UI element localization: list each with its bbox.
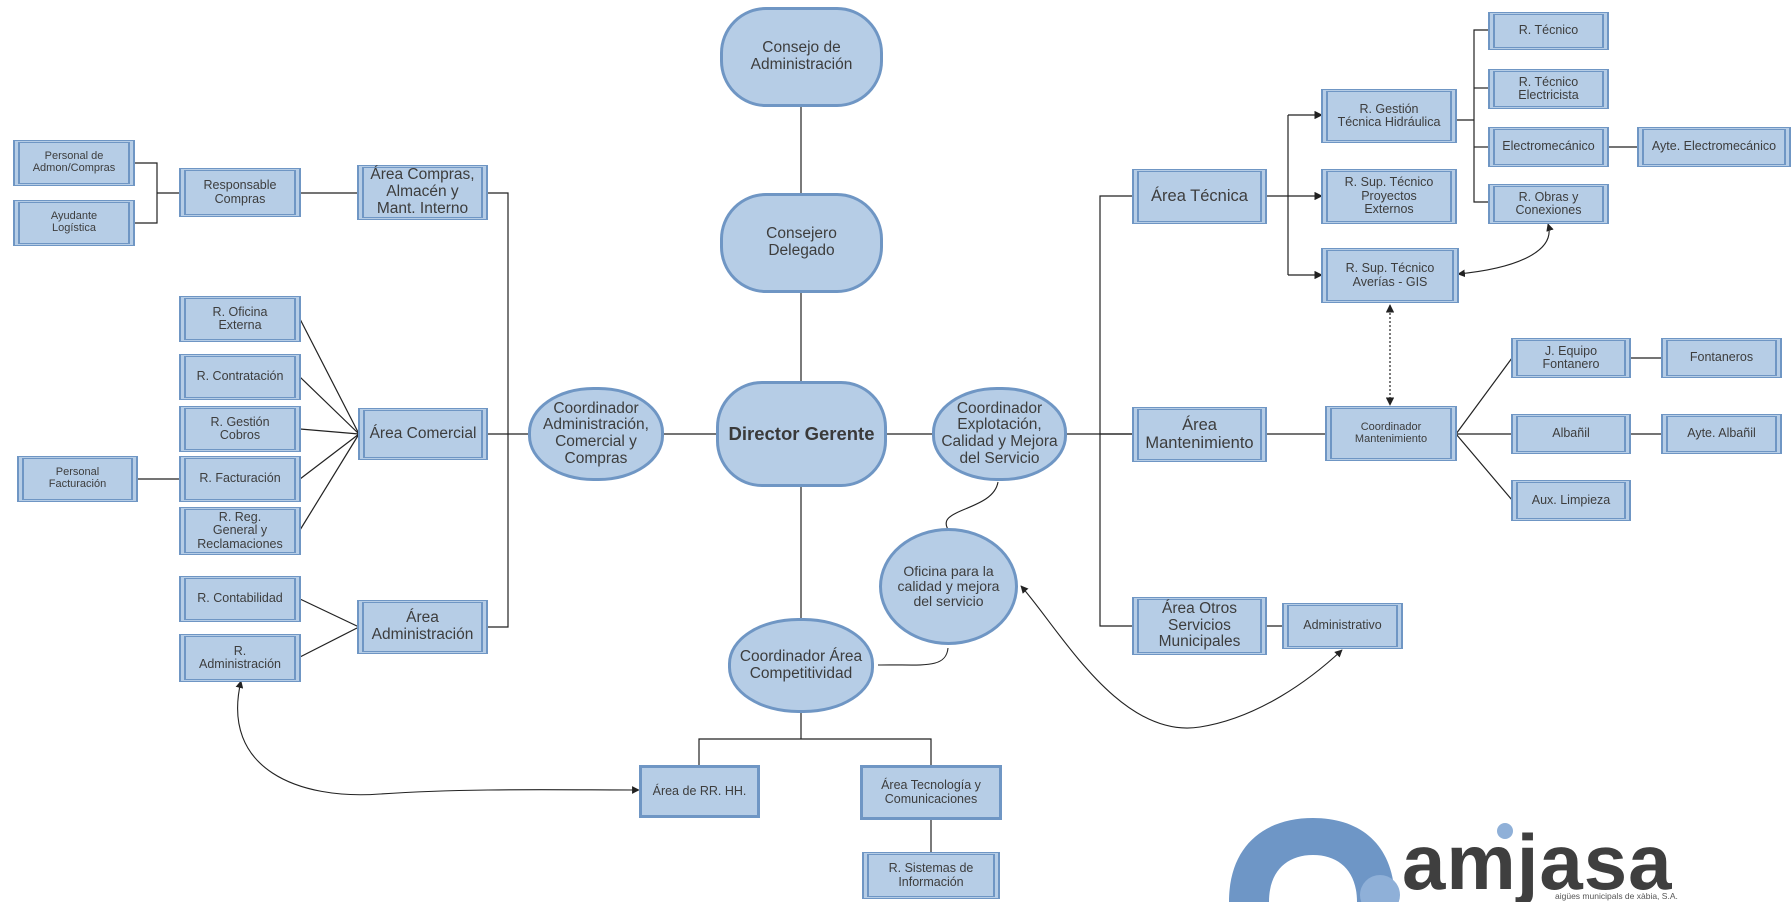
r-sup-proyectos-node: R. Sup. Técnico Proyectos Externos [1321,169,1457,224]
ayudante-logistica-node: Ayudante Logística [13,200,135,246]
area-otros-servicios-node: Área Otros Servicios Municipales [1132,597,1267,655]
administrativo-node: Administrativo [1282,603,1403,649]
r-gestion-tecnica-node: R. Gestión Técnica Hidráulica [1321,89,1457,143]
amjasa-tagline: aigües municipals de xàbia, S.A. [1555,891,1678,901]
area-tecnica-node: Área Técnica [1132,169,1267,224]
area-administracion-node: Área Administración [357,600,488,654]
r-contratacion-node: R. Contratación [179,354,301,400]
r-obras-conexiones-node: R. Obras y Conexiones [1488,184,1609,224]
j-equipo-fontanero-node: J. Equipo Fontanero [1511,338,1631,378]
r-tecnico-electricista-node: R. Técnico Electricista [1488,69,1609,109]
responsable-compras-node: Responsable Compras [179,168,301,217]
area-rrhh-node: Área de RR. HH. [639,765,760,818]
r-sup-averias-node: R. Sup. Técnico Averías - GIS [1321,248,1459,303]
amjasa-logo-dot [1497,823,1513,839]
amjasa-wordmark: amjasa [1402,818,1673,902]
r-oficina-externa-node: R. Oficina Externa [179,296,301,342]
coordinador-mantenimiento-node: Coordinador Mantenimiento [1325,406,1457,461]
r-contabilidad-node: R. Contabilidad [179,576,301,622]
r-gestion-cobros-node: R. Gestión Cobros [179,406,301,452]
electromecanico-node: Electromecánico [1488,127,1609,167]
ayte-albanil-node: Ayte. Albañil [1661,414,1782,454]
albanil-node: Albañil [1511,414,1631,454]
coordinador-competitividad-node: Coordinador Área Competitividad [728,618,874,713]
coordinador-explotacion-node: Coordinador Explotación, Calidad y Mejor… [932,387,1067,481]
area-mantenimiento-node: Área Mantenimiento [1132,407,1267,462]
area-comercial-node: Área Comercial [358,408,488,460]
fontaneros-node: Fontaneros [1661,338,1782,378]
director-gerente-node: Director Gerente [716,381,887,487]
consejero-delegado-node: Consejero Delegado [720,193,883,293]
r-facturacion-node: R. Facturación [179,456,301,502]
aux-limpieza-node: Aux. Limpieza [1511,480,1631,521]
r-sistemas-informacion-node: R. Sistemas de Información [862,852,1000,899]
area-tecnologia-node: Área Tecnología y Comunicaciones [860,765,1002,820]
amjasa-logo-mark [1229,818,1400,902]
area-compras-node: Área Compras, Almacén y Mant. Interno [357,165,488,220]
personal-admon-compras-node: Personal de Admon/Compras [13,140,135,186]
personal-facturacion-node: Personal Facturación [17,456,138,502]
r-reg-general-node: R. Reg. General y Reclamaciones [179,507,301,555]
oficina-calidad-node: Oficina para la calidad y mejora del ser… [879,528,1018,645]
amjasa-logo: amjasa aigües municipals de xàbia, S.A. [1225,815,1785,902]
r-administracion-node: R. Administración [179,634,301,682]
consejo-administracion-node: Consejo de Administración [720,7,883,107]
coordinador-administracion-node: Coordinador Administración, Comercial y … [528,387,664,481]
ayte-electromecanico-node: Ayte. Electromecánico [1637,127,1791,167]
r-tecnico-node: R. Técnico [1488,12,1609,50]
